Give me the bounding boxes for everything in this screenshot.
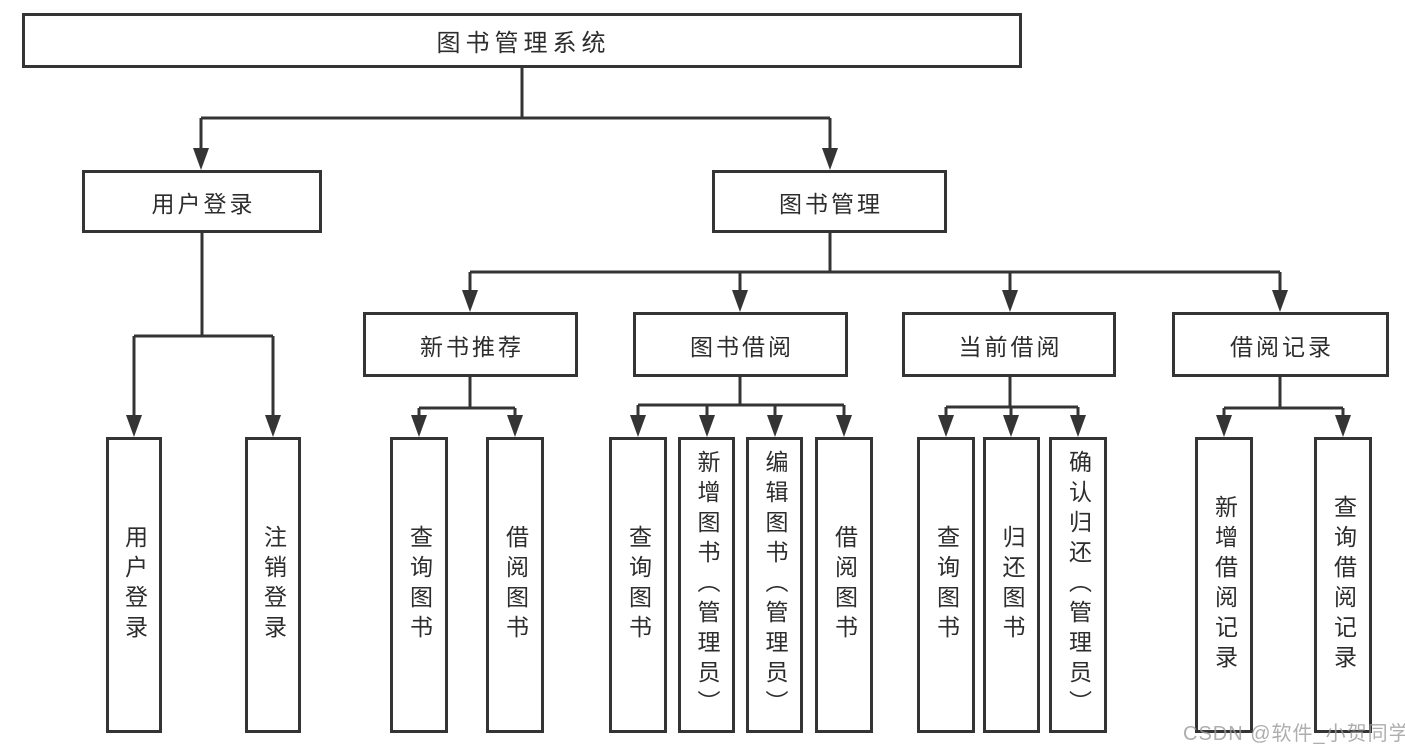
node-root-system: 图书管理系统 [22,13,1022,68]
connector-current-to-children [938,377,1086,437]
connector-root-to-level2 [193,68,838,170]
connector-records-to-children [1216,377,1351,437]
node-leaf-user-login: 用户登录 [106,437,162,733]
arrowhead [126,415,142,437]
node-leaf-logout: 注销登录 [245,437,301,733]
arrowhead [732,290,748,312]
node-leaf-return-books: 归还图书 [983,437,1040,733]
node-borrow-records: 借阅记录 [1172,312,1389,377]
node-current-borrowing: 当前借阅 [902,312,1116,377]
node-leaf-borrow-books: 借阅图书 [815,437,873,733]
arrowhead [1335,415,1351,437]
connector-borrow-to-children [630,377,852,437]
node-leaf-add-borrow-record: 新增借阅记录 [1195,437,1253,733]
arrowhead [1002,290,1018,312]
node-leaf-query-borrow-record: 查询借阅记录 [1314,437,1372,733]
arrowhead [836,415,852,437]
arrowhead [411,415,427,437]
connector-mgmt-to-level3 [462,233,1288,312]
arrowhead [1272,290,1288,312]
arrowhead [193,148,209,170]
node-leaf-edit-book-admin: 编辑图书（管理员） [746,437,803,733]
arrowhead [1216,415,1232,437]
arrowhead [630,415,646,437]
arrowhead [699,415,715,437]
node-leaf-borrow-books: 借阅图书 [486,437,544,733]
arrowhead [767,415,783,437]
arrowhead [822,148,838,170]
node-new-book-recommend: 新书推荐 [363,312,578,377]
node-leaf-query-books: 查询图书 [390,437,448,733]
node-book-borrowing: 图书借阅 [633,312,848,377]
csdn-watermark: CSDN @软件_小贺同学 [1183,723,1405,745]
connector-login-to-children [126,233,281,437]
node-book-management: 图书管理 [712,170,947,233]
arrowhead [462,290,478,312]
arrowhead [938,415,954,437]
node-leaf-query-books: 查询图书 [917,437,975,733]
connector-rec-to-children [411,377,523,437]
node-leaf-query-books: 查询图书 [609,437,667,733]
arrowhead [507,415,523,437]
node-leaf-add-book-admin: 新增图书（管理员） [678,437,735,733]
arrowhead [1003,415,1019,437]
arrowhead [1070,415,1086,437]
node-leaf-confirm-return-admin: 确认归还（管理员） [1049,437,1107,733]
node-user-login: 用户登录 [82,170,322,233]
arrowhead [265,415,281,437]
